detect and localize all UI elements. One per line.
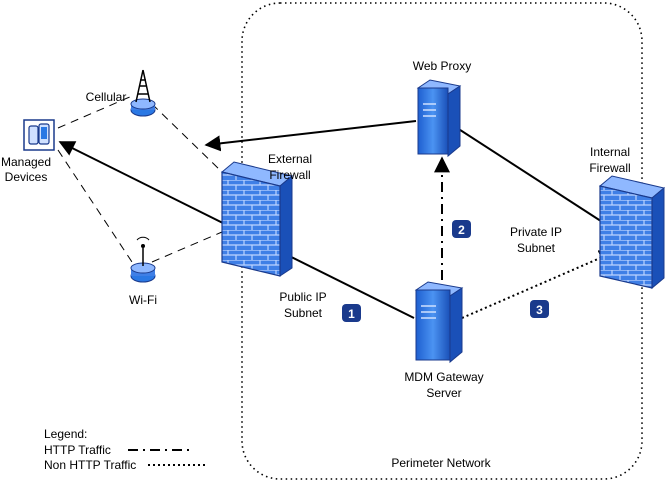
mdm-gateway-server-icon — [414, 281, 464, 364]
svg-text:3: 3 — [536, 303, 543, 317]
step-badge-3: 3 — [530, 300, 549, 318]
private-ip-subnet-label-line2: Subnet — [517, 241, 556, 255]
wireless-links — [57, 95, 223, 263]
perimeter-network-boundary — [241, 2, 643, 480]
wifi-access-point-icon — [130, 236, 156, 283]
mdm-gateway-label-line2: Server — [426, 386, 461, 400]
mdm-gateway-label-line1: MDM Gateway — [404, 370, 483, 384]
legend-http-label: HTTP Traffic — [44, 443, 111, 457]
private-ip-subnet-label-line1: Private IP — [510, 225, 562, 239]
cellular-label: Cellular — [86, 90, 127, 104]
external-firewall-label-line1: External — [268, 152, 312, 166]
legend-non-http-label: Non HTTP Traffic — [44, 458, 136, 472]
legend: Legend: HTTP Traffic Non HTTP Traffic — [44, 427, 206, 472]
internal-firewall-icon — [598, 175, 666, 290]
web-proxy-label: Web Proxy — [413, 59, 471, 73]
step-badge-1: 1 — [342, 304, 361, 322]
managed-devices-icon — [23, 119, 55, 151]
svg-text:1: 1 — [348, 307, 355, 321]
svg-text:2: 2 — [458, 223, 465, 237]
internal-firewall-label-line1: Internal — [590, 145, 630, 159]
perimeter-network-label: Perimeter Network — [391, 456, 491, 470]
external-firewall-icon — [220, 161, 294, 277]
internal-firewall-label-line2: Firewall — [589, 161, 630, 175]
web-proxy-server-icon — [416, 79, 462, 158]
proxy-to-devices-arrow — [204, 120, 417, 152]
wifi-label: Wi-Fi — [129, 293, 157, 307]
external-firewall-label-line2: Firewall — [269, 168, 310, 182]
public-ip-subnet-label-line2: Subnet — [284, 306, 323, 320]
managed-devices-label-line2: Devices — [5, 170, 48, 184]
cellular-tower-icon — [130, 69, 156, 117]
proxy-to-internal-firewall-arrow — [453, 125, 626, 237]
managed-devices-label-line1: Managed — [1, 155, 51, 169]
public-ip-subnet-label-line1: Public IP — [279, 290, 326, 304]
legend-title: Legend: — [44, 427, 87, 441]
step-badge-2: 2 — [452, 220, 471, 238]
